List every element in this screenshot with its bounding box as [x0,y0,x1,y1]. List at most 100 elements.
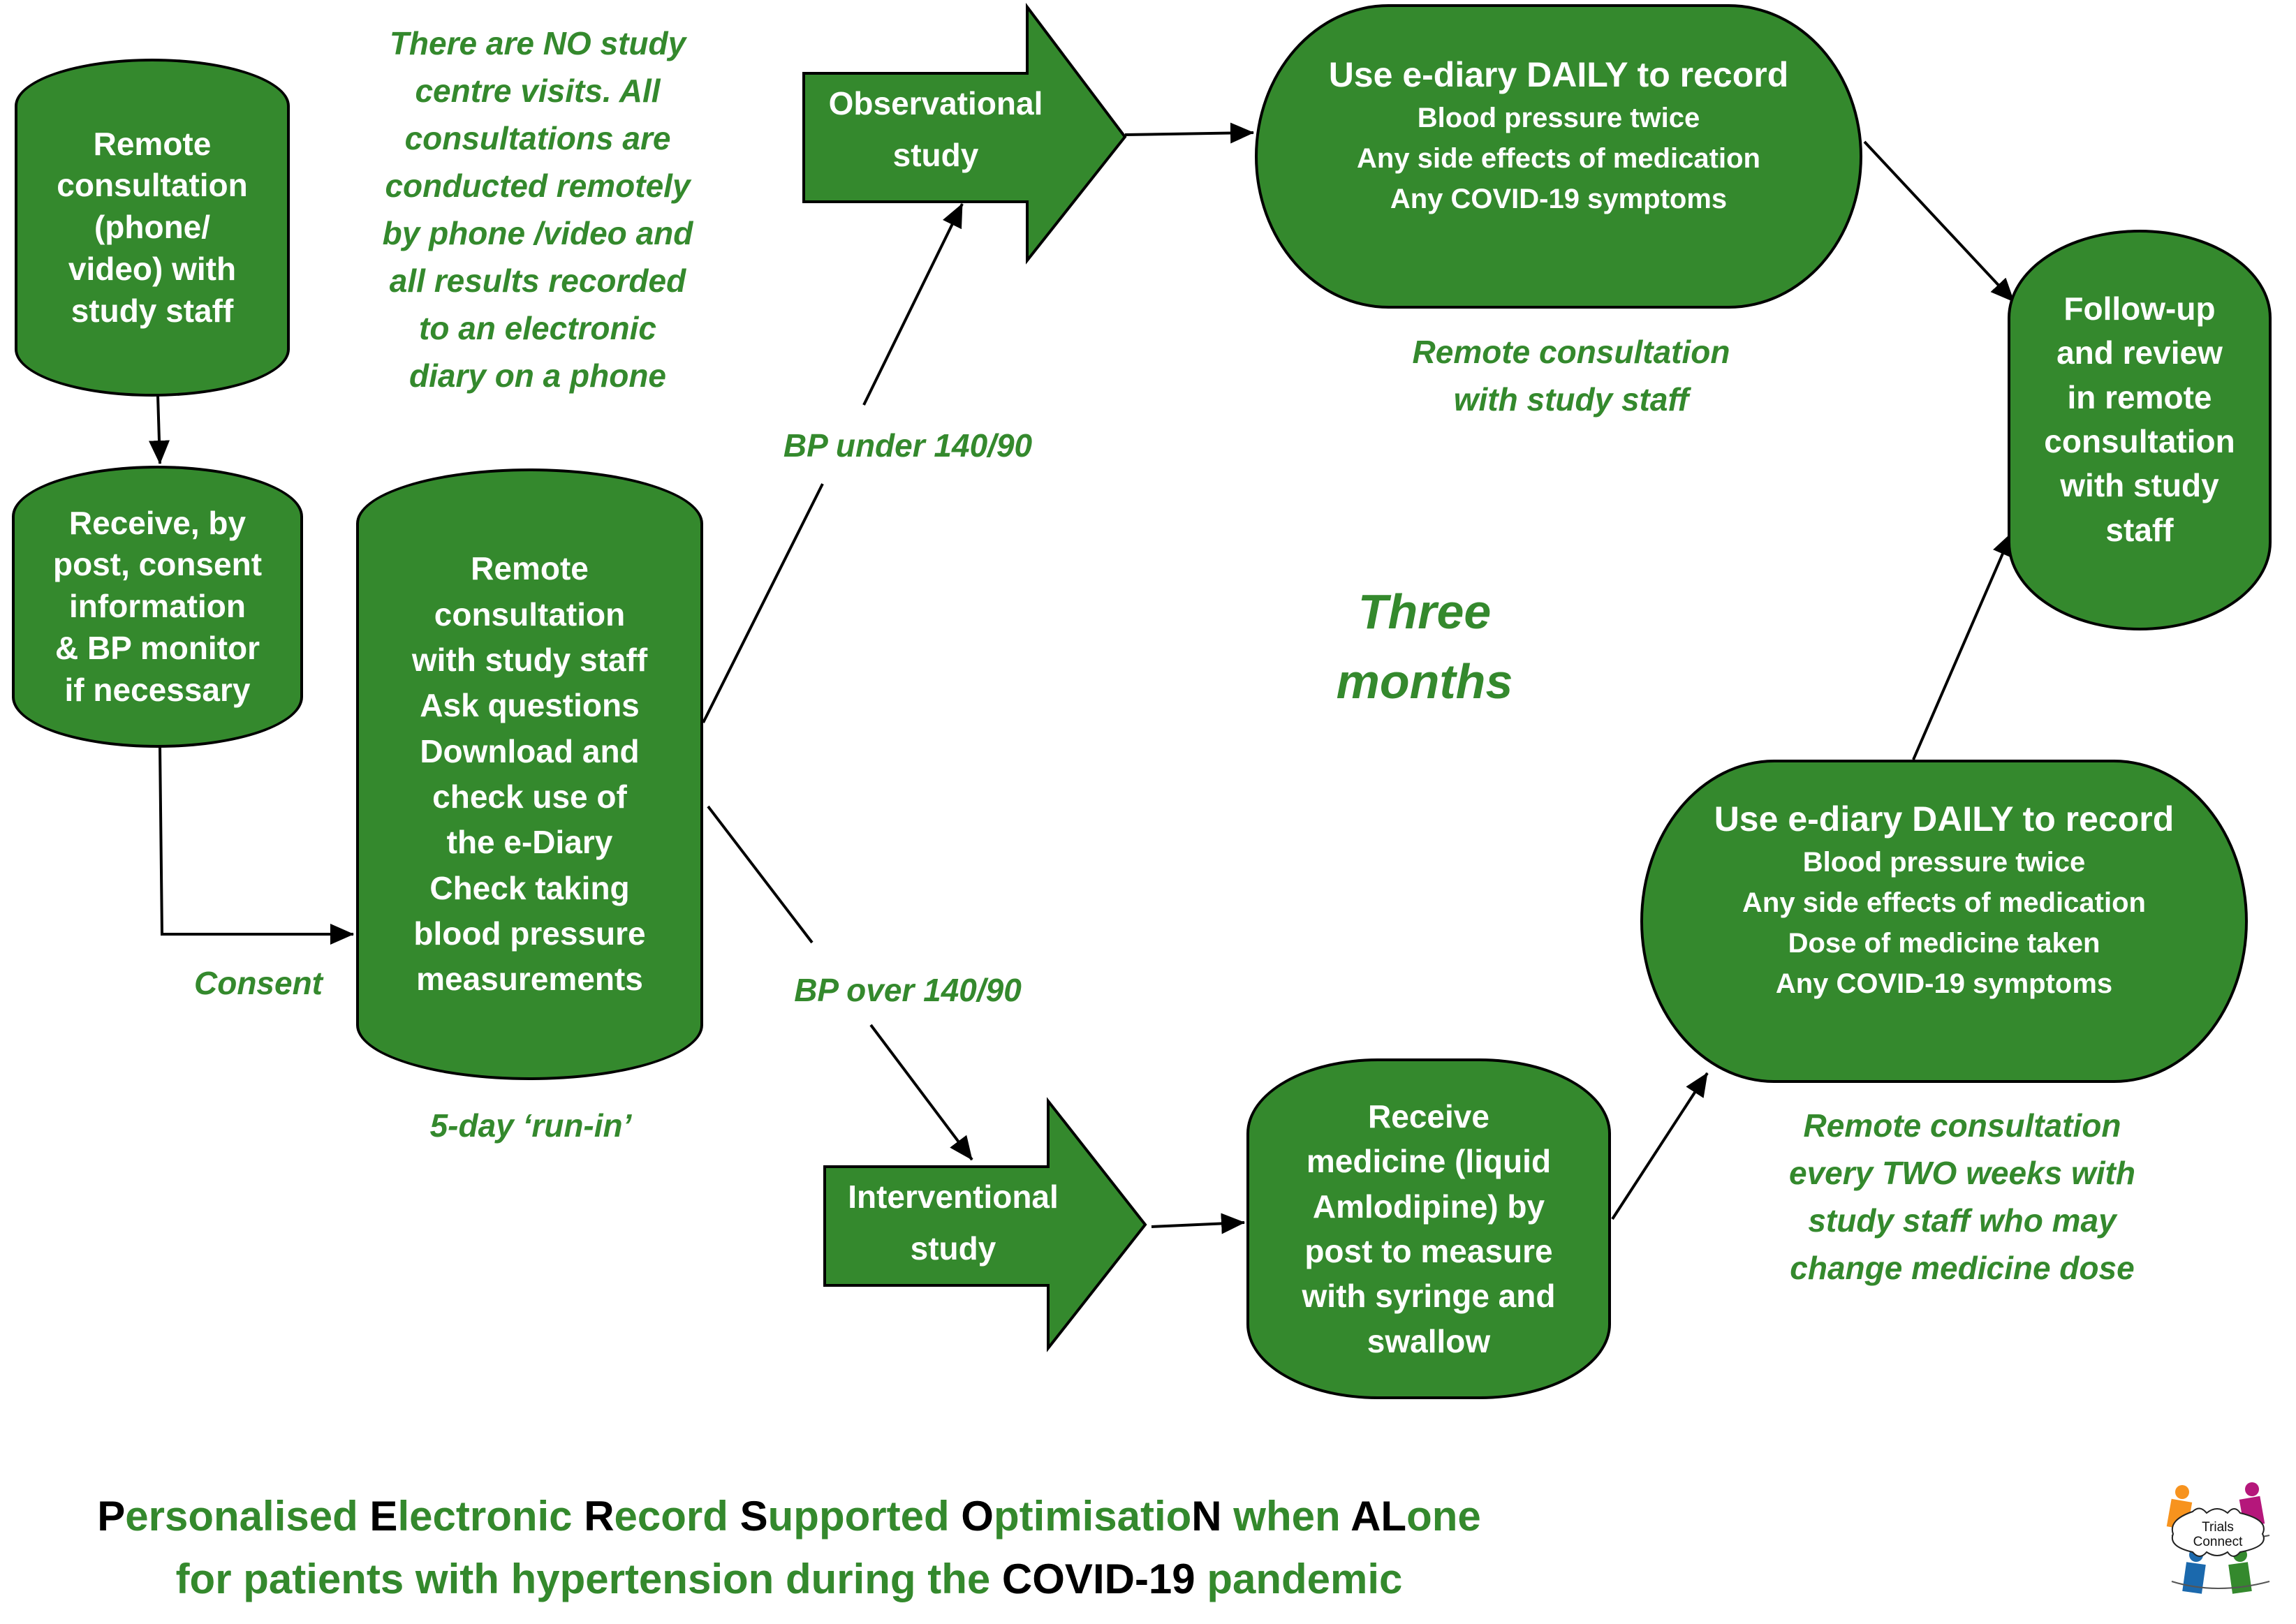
label-bp-over: BP over 140/90 [794,972,1022,1008]
label-run-in: 5-day ‘run-in’ [429,1107,632,1144]
text-line: Remote consultation [1412,334,1730,370]
interventional-arrow-shape [823,1097,1147,1352]
text-line: with study staff [411,642,648,679]
text-line: Ask questions [420,687,640,724]
connector-observational-to-diary [1124,122,1254,144]
node-run-in-consultation-text: Remote consultation with study staff Ask… [412,546,647,1002]
note-observational-consultation: Remote consultation with study staff [1327,328,1816,423]
ediary-heading: Use e-diary DAILY to record [1714,799,2174,839]
title-text: one [1406,1493,1481,1540]
text-line: consultation [434,596,626,633]
text-line: Interventional [848,1179,1059,1215]
title-text: lectronic [397,1493,584,1540]
note-interventional-consultation: Remote consultation every TWO weeks with… [1718,1102,2207,1292]
text-line: conducted remotely [385,168,691,204]
text-line: Receive [1368,1098,1489,1135]
text-line: the e-Diary [446,824,613,861]
text-line: Remote consultation [1803,1107,2121,1144]
text-line: if necessary [64,671,251,708]
text-line: medicine (liquid [1306,1143,1552,1180]
node-observational-ediary-text: Use e-diary DAILY to record Blood pressu… [1329,52,1789,219]
text-line: in remote [2067,378,2212,415]
text-line: measurements [416,961,643,998]
connector-runin-to-interventional [869,1024,973,1161]
text-line: centre visits. All [415,73,661,109]
node-observational-ediary: Use e-diary DAILY to record Blood pressu… [1255,4,1862,309]
ediary-item: Dose of medicine taken [1788,928,2100,959]
connector-interventional-diary-to-followup [1912,532,2013,760]
text-line: consultation [57,167,248,204]
node-receive-by-post: Receive, by post, consent information & … [12,466,303,748]
connector-runin-to-interventional-upper [707,805,814,944]
text-line: Observational [828,85,1043,121]
ediary-item: Any COVID-19 symptoms [1775,968,2113,999]
text-line: information [69,588,246,625]
text-line: consultation [2044,423,2235,459]
connector-consult-to-post [148,394,170,464]
text-line: change medicine dose [1790,1250,2135,1286]
node-follow-up-review-text: Follow-up and review in remote consultat… [2044,287,2235,553]
title-text: ersonalised [125,1493,370,1540]
interventional-study-label: Interventional study [827,1172,1079,1274]
text-line: with syringe and [1302,1278,1556,1315]
text-line: Receive, by [68,504,246,541]
note-no-study-centre-visits: There are NO study centre visits. All co… [328,20,747,399]
logo-text-trials: Trials [2202,1520,2234,1535]
title-text: ecord [614,1493,740,1540]
label-bp-under: BP under 140/90 [783,427,1033,464]
text-line: Remote [93,125,212,162]
connector-runin-to-observational [862,203,964,406]
text-line: post to measure [1304,1233,1553,1269]
logo-text-connect: Connect [2193,1535,2243,1549]
ediary-item: Any side effects of medication [1357,142,1760,174]
text-line: study [910,1230,996,1267]
title-acronym-letter: N [1191,1493,1222,1540]
speech-bubble-icon [2171,1507,2265,1557]
title-text: pandemic [1195,1556,1403,1602]
text-line: Remote [471,550,589,587]
node-receive-medicine: Receive medicine (liquid Amlodipine) by … [1246,1058,1611,1399]
title-acronym-letter: O [961,1493,994,1540]
text-line: Follow-up [2063,290,2216,327]
text-line: Three [1357,584,1492,639]
title-text: upported [767,1493,962,1540]
trials-connect-logo: Trials Connect [2166,1482,2270,1594]
label-consent: Consent [194,965,323,1001]
text-line: There are NO study [389,25,686,61]
title-text: for patients with hypertension during th… [175,1556,1002,1602]
title-acronym-letter: E [369,1493,398,1540]
text-line: (phone/ [94,209,211,246]
connector-runin-to-observational-upper [702,483,824,723]
node-follow-up-review: Follow-up and review in remote consultat… [2008,230,2272,630]
text-line: to an electronic [419,310,656,346]
text-line: blood pressure [413,915,646,952]
title-acronym-letter: S [739,1493,768,1540]
node-receive-medicine-text: Receive medicine (liquid Amlodipine) by … [1302,1094,1556,1364]
node-interventional-ediary-text: Use e-diary DAILY to record Blood pressu… [1714,797,2174,1004]
note-three-months: Three months [1285,577,1564,716]
connector-medicine-to-interventional-diary [1611,1072,1709,1220]
text-line: and review [2056,334,2223,371]
text-line: check use of [432,778,627,815]
node-initial-remote-consultation: Remote consultation (phone/ video) with … [15,59,290,397]
title-acronym-letter: COVID-19 [1001,1556,1195,1602]
text-line: post, consent [52,546,263,583]
text-line: all results recorded [389,263,686,299]
title-text: when [1221,1493,1351,1540]
text-line: with study [2060,467,2219,504]
ediary-item: Blood pressure twice [1802,847,2086,878]
text-line: by phone /video and [382,215,693,251]
title-acronym-letter: R [584,1493,615,1540]
text-line: study staff [71,292,234,329]
ediary-item: Any side effects of medication [1742,887,2146,918]
text-line: Amlodipine) by [1312,1188,1545,1225]
text-line: months [1336,654,1513,709]
text-line: & BP monitor [54,629,260,666]
text-line: swallow [1367,1322,1491,1359]
connector-interventional-to-medicine [1151,1213,1245,1234]
text-line: consultations are [404,120,671,156]
node-initial-remote-consultation-text: Remote consultation (phone/ video) with … [57,124,247,332]
node-run-in-consultation: Remote consultation with study staff Ask… [356,468,703,1080]
connector-observational-diary-to-followup [1863,140,2015,303]
